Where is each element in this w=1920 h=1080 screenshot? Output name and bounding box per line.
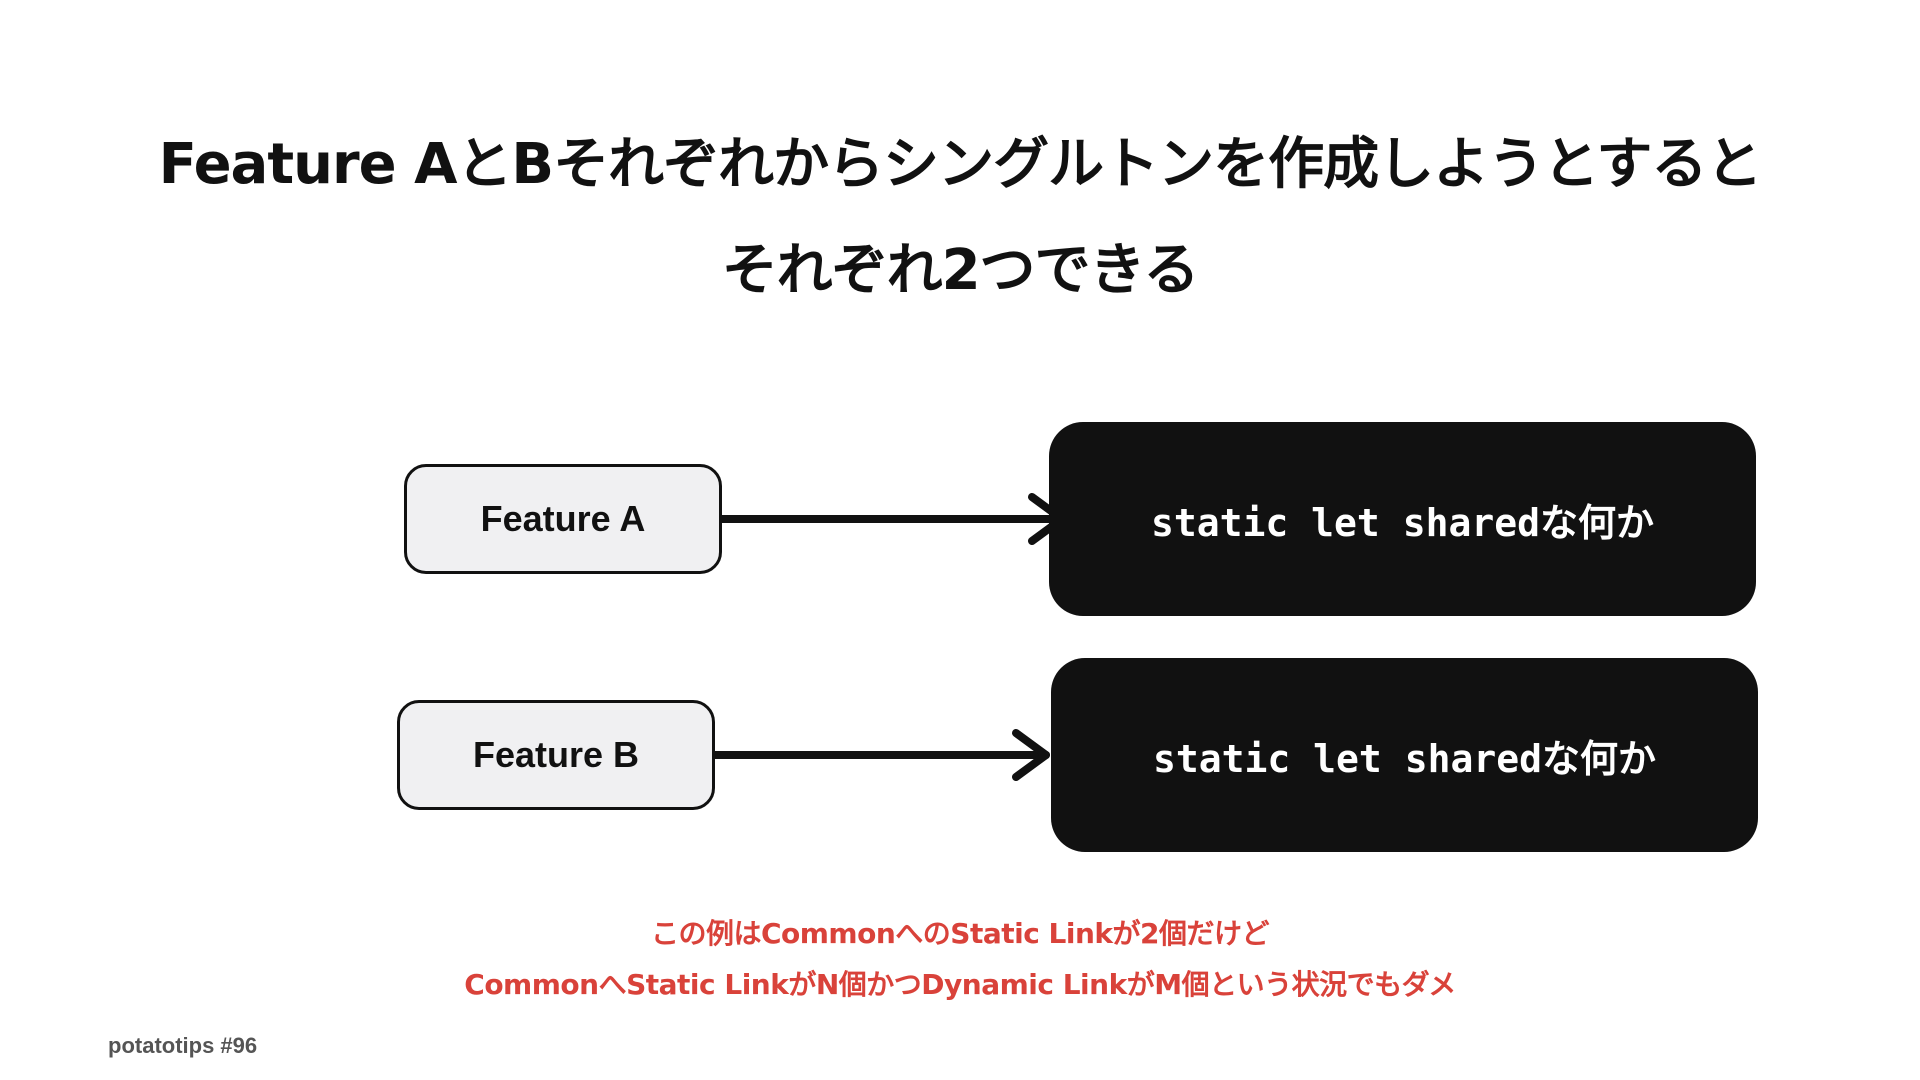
note-line-1: この例はCommonへのStatic Linkが2個だけど [650,917,1270,950]
slide-title: Feature AとBそれぞれからシングルトンを作成しようとすると それぞれ2つ… [0,112,1920,324]
singleton-box-b: static let sharedな何か [1051,658,1758,852]
feature-b-box: Feature B [397,700,715,810]
singleton-b-label: static let sharedな何か [1153,736,1656,781]
feature-a-box: Feature A [404,464,722,574]
note-line-2: CommonへStatic LinkがN個かつDynamic LinkがM個とい… [464,968,1456,1001]
footer-event-label: potatotips #96 [108,1033,258,1058]
feature-b-label: Feature B [472,734,640,775]
slide-title-line-1: Feature AとBそれぞれからシングルトンを作成しようとすると [158,132,1763,197]
feature-a-label: Feature A [480,498,646,539]
slide-title-line-2: それぞれ2つできる [721,238,1200,303]
singleton-box-a: static let sharedな何か [1049,422,1756,616]
arrow-feature-b [711,729,1050,781]
singleton-a-label: static let sharedな何か [1151,500,1654,545]
arrow-feature-a [718,493,1066,545]
